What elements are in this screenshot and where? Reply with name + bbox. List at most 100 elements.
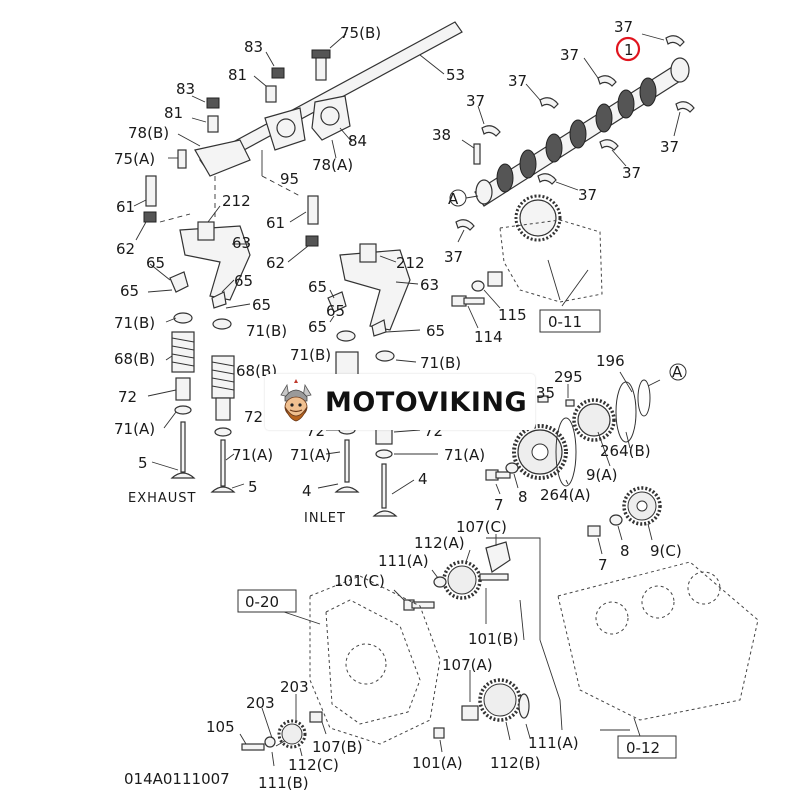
exhaust-valve-stack-outer (147, 312, 196, 479)
callout-203: 203 (246, 694, 275, 712)
dowel-pin (461, 139, 481, 165)
callout-95: 95 (280, 170, 299, 188)
callout-114: 114 (474, 328, 503, 346)
callout-75a: 75(A) (114, 150, 155, 168)
callout-78a: 78(A) (312, 156, 353, 174)
gear-case (557, 561, 759, 737)
callout-65: 65 (326, 302, 345, 320)
gear-9c (587, 486, 662, 555)
callout-9c: 9(C) (650, 542, 682, 560)
callout-65: 65 (426, 322, 445, 340)
callout-112a: 112(A) (414, 534, 465, 552)
callout-75b: 75(B) (340, 24, 381, 42)
callout-7: 7 (598, 556, 608, 574)
callout-71b: 71(B) (290, 346, 331, 364)
caption-exhaust: EXHAUST (128, 491, 197, 506)
brand-name: MOTOVIKING (325, 386, 528, 418)
callout-71a: 71(A) (114, 420, 155, 438)
flywheel-housing (283, 575, 441, 745)
ref-marker-a-top: A (448, 190, 459, 208)
callout-9a: 9(A) (586, 466, 618, 484)
callout-65: 65 (234, 272, 253, 290)
callout-5: 5 (248, 478, 258, 496)
rocker-bracket-left (261, 107, 306, 176)
callout-37: 37 (622, 164, 641, 182)
callout-196: 196 (596, 352, 625, 370)
reference-boxes: 0-11 0-12 0-20 (237, 309, 677, 759)
callout-65: 65 (146, 254, 165, 272)
viking-mascot-logo (280, 379, 312, 422)
callout-112c: 112(C) (288, 756, 339, 774)
bolt-101c (393, 589, 435, 611)
callout-101c: 101(C) (334, 572, 385, 590)
callout-35: 35 (536, 384, 555, 402)
callout-62: 62 (116, 240, 135, 258)
callout-112b: 112(B) (490, 754, 541, 772)
adjust-nut-left (191, 95, 220, 133)
callout-71a: 71(A) (290, 446, 331, 464)
assembly-leaders (275, 537, 630, 747)
ref-marker-a-gear (669, 363, 687, 381)
callout-8: 8 (620, 542, 630, 560)
callout-72: 72 (244, 408, 263, 426)
callout-111a: 111(A) (528, 734, 579, 752)
callout-63: 63 (420, 276, 439, 294)
callout-1: 1 (624, 41, 634, 59)
rocker-arm-left (147, 205, 251, 309)
gear-112a (431, 534, 511, 624)
callout-37: 37 (466, 92, 485, 110)
callout-53: 53 (446, 66, 465, 84)
callout-111b: 111(B) (258, 774, 309, 792)
bolt-washer-upper (485, 462, 519, 495)
adjuster-screw-right (287, 195, 319, 263)
callout-65: 65 (252, 296, 271, 314)
ref-box-0-12: 0-12 (626, 739, 660, 757)
callout-labels: 37 1 37 37 37 38 37 37 37 A A 37 75(B) 8… (114, 18, 683, 792)
gear-112c (239, 694, 327, 767)
callout-68b: 68(B) (114, 350, 155, 368)
rocker-bracket-right (311, 95, 353, 159)
cam-bearings (455, 33, 695, 243)
callout-65: 65 (308, 278, 327, 296)
callout-72: 72 (118, 388, 137, 406)
exhaust-valve-stack-inner (210, 318, 245, 493)
callout-37: 37 (578, 186, 597, 204)
callout-83: 83 (176, 80, 195, 98)
bolt-75b (311, 33, 347, 81)
callout-37: 37 (614, 18, 633, 36)
callout-61: 61 (266, 214, 285, 232)
callout-61: 61 (116, 198, 135, 216)
callout-63: 63 (232, 234, 251, 252)
callout-111a: 111(A) (378, 552, 429, 570)
callout-81: 81 (164, 104, 183, 122)
callout-65: 65 (308, 318, 327, 336)
callout-37: 37 (444, 248, 463, 266)
callout-71b: 71(B) (114, 314, 155, 332)
callout-8: 8 (518, 488, 528, 506)
gear-112b (433, 670, 531, 753)
adjuster-screw-left (133, 175, 191, 241)
callout-71a: 71(A) (444, 446, 485, 464)
adjust-nut-right (253, 51, 285, 103)
callout-107b: 107(B) (312, 738, 363, 756)
callout-4: 4 (302, 482, 312, 500)
callout-83: 83 (244, 38, 263, 56)
callout-62: 62 (266, 254, 285, 272)
cam-gear-assembly (449, 189, 603, 307)
callout-81: 81 (228, 66, 247, 84)
callout-212: 212 (222, 192, 251, 210)
highlight-ring (615, 36, 641, 62)
callout-107c: 107(C) (456, 518, 507, 536)
callout-38: 38 (432, 126, 451, 144)
ref-box-0-20: 0-20 (245, 593, 279, 611)
callout-105: 105 (206, 718, 235, 736)
callout-264a: 264(A) (540, 486, 591, 504)
callout-78b: 78(B) (128, 124, 169, 142)
callout-37: 37 (660, 138, 679, 156)
brand-banner: MOTOVIKING (265, 374, 535, 430)
callout-37: 37 (508, 72, 527, 90)
callout-101a: 101(A) (412, 754, 463, 772)
camshaft (474, 57, 690, 207)
callout-264b: 264(B) (600, 442, 651, 460)
